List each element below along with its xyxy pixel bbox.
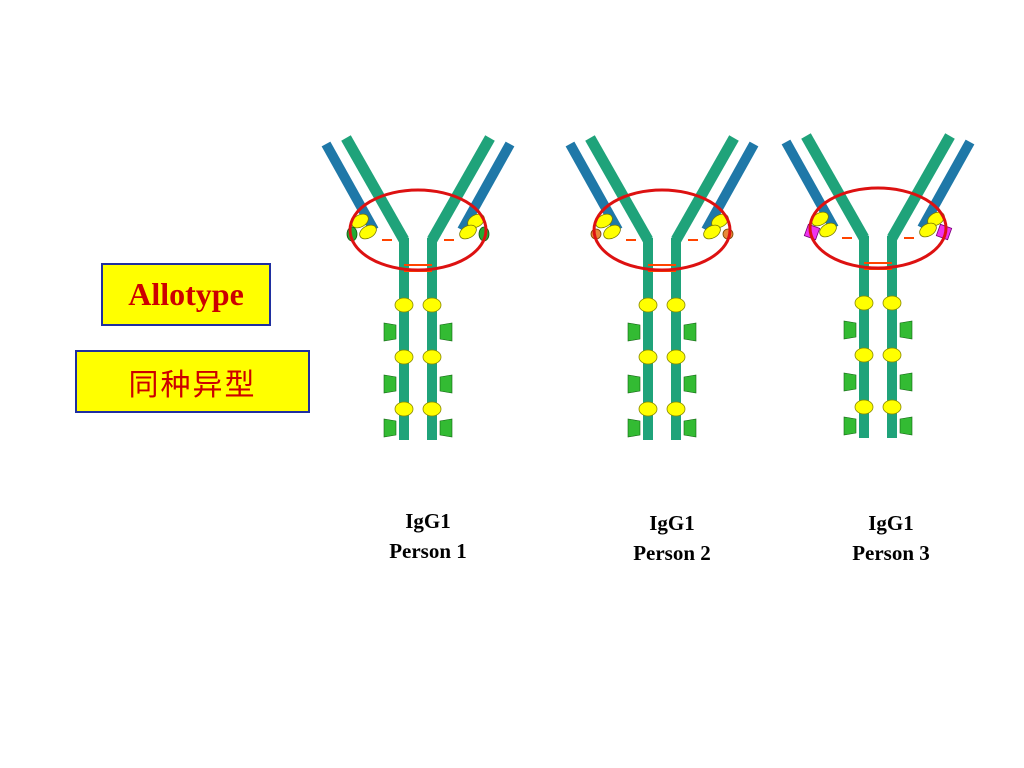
antibody-caption-1: IgG1 Person 1 bbox=[358, 506, 498, 566]
fab-domain bbox=[351, 213, 369, 229]
constant-domain bbox=[422, 297, 442, 313]
fab-domain bbox=[819, 222, 837, 238]
glycan-triangle bbox=[683, 322, 697, 342]
glycan-triangle bbox=[627, 418, 641, 438]
glycan-triangle bbox=[383, 374, 397, 394]
heavy-chain-left-arm bbox=[801, 133, 869, 241]
antibody-3 bbox=[781, 133, 975, 438]
allotype-chinese-text: 同种异型 bbox=[128, 367, 257, 403]
caption-line1: IgG1 bbox=[868, 511, 914, 535]
fab-domain bbox=[595, 213, 613, 229]
constant-domain bbox=[394, 401, 414, 417]
heavy-chain-right-arm bbox=[887, 133, 955, 241]
fab-domain bbox=[811, 211, 829, 227]
allotype-text: Allotype bbox=[128, 276, 244, 312]
constant-domain bbox=[638, 401, 658, 417]
constant-domain bbox=[854, 347, 874, 363]
antibody-2 bbox=[565, 135, 759, 440]
allotype-chinese-label: 同种异型 bbox=[75, 350, 310, 413]
glycan-triangle bbox=[439, 374, 453, 394]
highlight-ellipse bbox=[348, 188, 488, 272]
glycan-triangle bbox=[439, 322, 453, 342]
fab-domain bbox=[703, 224, 721, 240]
glycan-triangle bbox=[383, 418, 397, 438]
glycan-triangle bbox=[439, 418, 453, 438]
constant-domain bbox=[422, 401, 442, 417]
glycan-triangle bbox=[683, 418, 697, 438]
constant-domain bbox=[882, 347, 902, 363]
constant-domain bbox=[394, 297, 414, 313]
glycan-triangle bbox=[899, 320, 913, 340]
constant-domain bbox=[666, 349, 686, 365]
caption-line2: Person 2 bbox=[633, 541, 711, 565]
constant-domain bbox=[854, 295, 874, 311]
antibody-1 bbox=[321, 135, 515, 440]
glycan-triangle bbox=[627, 374, 641, 394]
glycan-triangle bbox=[383, 322, 397, 342]
fab-domain bbox=[603, 224, 621, 240]
heavy-chain-stem-right bbox=[887, 236, 897, 438]
glycan-triangle bbox=[843, 416, 857, 436]
heavy-chain-stem-left bbox=[399, 238, 409, 440]
heavy-chain-right-arm bbox=[671, 135, 739, 243]
constant-domain bbox=[394, 349, 414, 365]
heavy-chain-right-arm bbox=[427, 135, 495, 243]
antibody-caption-3: IgG1 Person 3 bbox=[821, 508, 961, 568]
glycan-triangle bbox=[843, 372, 857, 392]
highlight-ellipse bbox=[808, 186, 948, 270]
constant-domain bbox=[422, 349, 442, 365]
heavy-chain-stem-right bbox=[427, 238, 437, 440]
constant-domain bbox=[854, 399, 874, 415]
constant-domain bbox=[638, 297, 658, 313]
heavy-chain-stem-right bbox=[671, 238, 681, 440]
allotype-label: Allotype bbox=[101, 263, 271, 326]
allotype-marker bbox=[803, 223, 821, 241]
light-chain-right bbox=[457, 141, 515, 233]
glycan-triangle bbox=[899, 416, 913, 436]
caption-line1: IgG1 bbox=[405, 509, 451, 533]
glycan-triangle bbox=[683, 374, 697, 394]
caption-line1: IgG1 bbox=[649, 511, 695, 535]
constant-domain bbox=[882, 399, 902, 415]
heavy-chain-stem-left bbox=[859, 236, 869, 438]
caption-line2: Person 1 bbox=[389, 539, 467, 563]
glycan-triangle bbox=[627, 322, 641, 342]
light-chain-right bbox=[917, 139, 975, 231]
heavy-chain-stem-left bbox=[643, 238, 653, 440]
highlight-ellipse bbox=[592, 188, 732, 272]
constant-domain bbox=[882, 295, 902, 311]
glycan-triangle bbox=[899, 372, 913, 392]
caption-line2: Person 3 bbox=[852, 541, 930, 565]
heavy-chain-left-arm bbox=[585, 135, 653, 243]
constant-domain bbox=[638, 349, 658, 365]
fab-domain bbox=[919, 222, 937, 238]
constant-domain bbox=[666, 297, 686, 313]
constant-domain bbox=[666, 401, 686, 417]
fab-domain bbox=[359, 224, 377, 240]
light-chain-right bbox=[701, 141, 759, 233]
antibody-caption-2: IgG1 Person 2 bbox=[602, 508, 742, 568]
heavy-chain-left-arm bbox=[341, 135, 409, 243]
fab-domain bbox=[459, 224, 477, 240]
glycan-triangle bbox=[843, 320, 857, 340]
